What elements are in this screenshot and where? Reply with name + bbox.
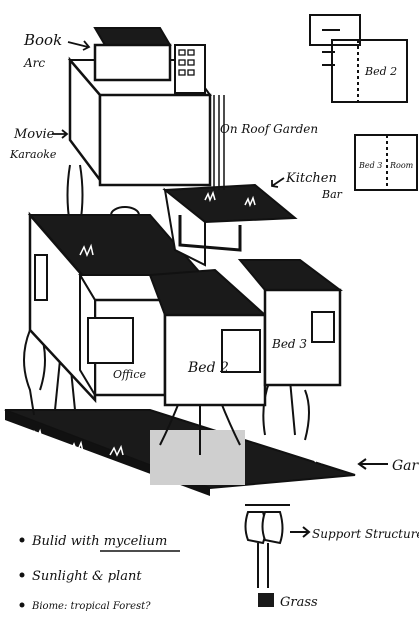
label-grass: Grass: [280, 595, 318, 610]
label-bed2: Bed 2: [187, 360, 229, 376]
legend-support-structure-symbol: [245, 505, 290, 588]
label-book: Book: [23, 31, 62, 49]
note-1: Bulid with mycelium: [31, 534, 167, 549]
note-2: Sunlight & plant: [32, 569, 142, 584]
floor-plan-top: [310, 15, 407, 102]
label-room-plan: Room: [389, 161, 414, 170]
label-office: Office: [113, 368, 146, 381]
label-roof-garden: On Roof Garden: [220, 122, 318, 136]
arrow-garden: [359, 459, 388, 469]
arrow-kitchen: [272, 178, 284, 187]
note-3: Biome: tropical Forest?: [31, 601, 151, 612]
label-support-structure: Support Structure: [312, 527, 419, 541]
label-garden: Gar: [392, 458, 419, 474]
notes-list: Bulid with mycelium Sunlight & plant Bio…: [20, 534, 181, 612]
label-karaoke: Karaoke: [9, 148, 57, 161]
label-bed2-plan: Bed 2: [364, 65, 397, 78]
label-movie: Movie: [13, 127, 55, 142]
kitchen-bar-block: [165, 185, 295, 265]
arrow-book: [68, 41, 89, 50]
label-kitchen: Kitchen: [285, 171, 337, 186]
label-bar: Bar: [321, 188, 343, 201]
ground-slab: [5, 410, 355, 496]
roof-garden-stems: [214, 95, 224, 190]
label-arc: Arc: [23, 56, 45, 70]
label-bed3-plan: Bed 3: [358, 161, 382, 170]
bed2-block: [150, 270, 265, 405]
label-bed3: Bed 3: [271, 337, 307, 351]
arrow-support: [290, 527, 309, 537]
legend-grass-swatch: [258, 593, 274, 607]
